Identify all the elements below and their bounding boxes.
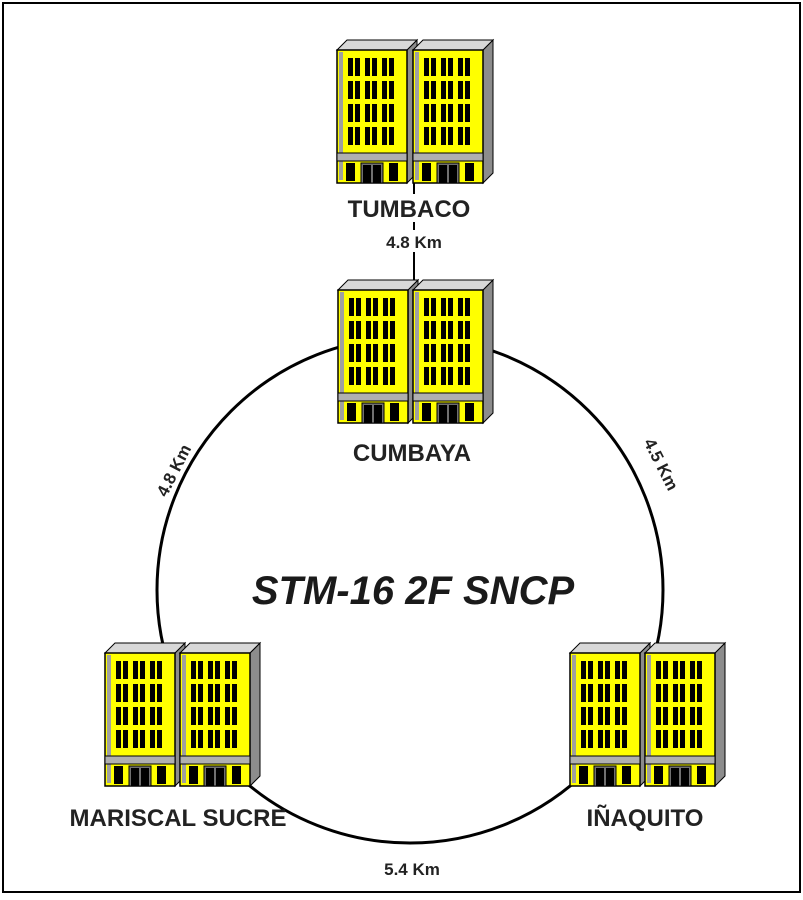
building-mariscal-sucre-icon	[105, 643, 260, 786]
ring-title: STM-16 2F SNCP	[252, 569, 575, 613]
distance-cumbaya-mariscal: 4.8 Km	[153, 441, 195, 499]
distance-tumbaco-cumbaya: 4.8 Km	[386, 233, 442, 252]
building-inaquito-icon	[570, 643, 725, 786]
node-label-tumbaco: TUMBACO	[348, 196, 471, 223]
building-cumbaya-icon	[338, 280, 493, 423]
node-label-cumbaya: CUMBAYA	[353, 440, 471, 467]
distance-mariscal-inaquito: 5.4 Km	[384, 860, 440, 879]
node-label-inaquito: IÑAQUITO	[587, 804, 704, 832]
building-tumbaco-icon	[337, 40, 493, 183]
node-label-mariscal-sucre: MARISCAL SUCRE	[70, 805, 287, 832]
distance-cumbaya-inaquito: 4.5 Km	[640, 435, 682, 493]
